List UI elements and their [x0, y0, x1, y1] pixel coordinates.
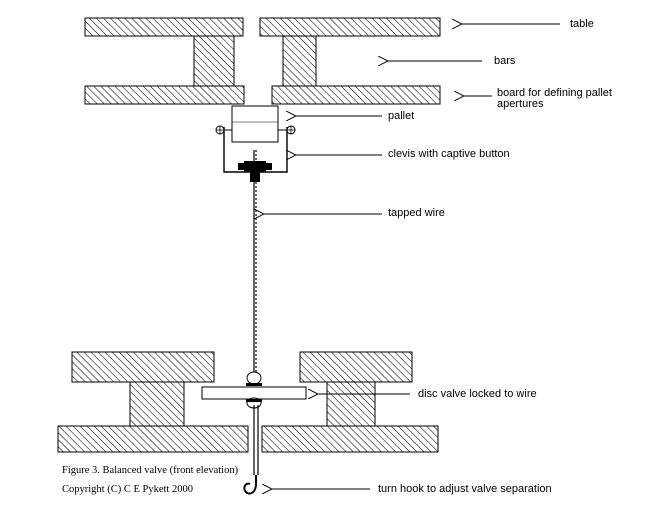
lower-board-right [261, 425, 439, 453]
label-disc: disc valve locked to wire [418, 388, 537, 400]
board-right-slab [271, 85, 441, 105]
turn-hook [243, 475, 257, 495]
pallet [231, 105, 279, 143]
table-right-slab [259, 17, 441, 37]
bar-left [193, 35, 235, 87]
label-board-line2: apertures [497, 98, 544, 110]
label-table: table [570, 18, 594, 30]
copyright-caption: Copyright (C) C E Pykett 2000 [62, 484, 193, 495]
lower-bar-left [129, 381, 185, 427]
bar-right [282, 35, 317, 87]
table-left-slab [84, 17, 244, 37]
label-bars: bars [494, 55, 516, 67]
label-wire: tapped wire [388, 207, 445, 219]
board-left-slab [84, 85, 245, 105]
locknut-upper [246, 371, 262, 385]
label-clevis: clevis with captive button [388, 148, 510, 160]
disc-valve [201, 386, 307, 400]
label-hook: turn hook to adjust valve separation [378, 483, 552, 495]
label-pallet: pallet [388, 110, 415, 122]
figure-caption: Figure 3. Balanced valve (front elevatio… [62, 465, 239, 476]
captive-button [244, 161, 266, 172]
lower-bar-right [326, 381, 376, 427]
lower-table-left [71, 351, 215, 383]
lower-board-left [57, 425, 249, 453]
lower-table-right [299, 351, 413, 383]
label-board-line1: board for defining pallet [497, 87, 612, 99]
